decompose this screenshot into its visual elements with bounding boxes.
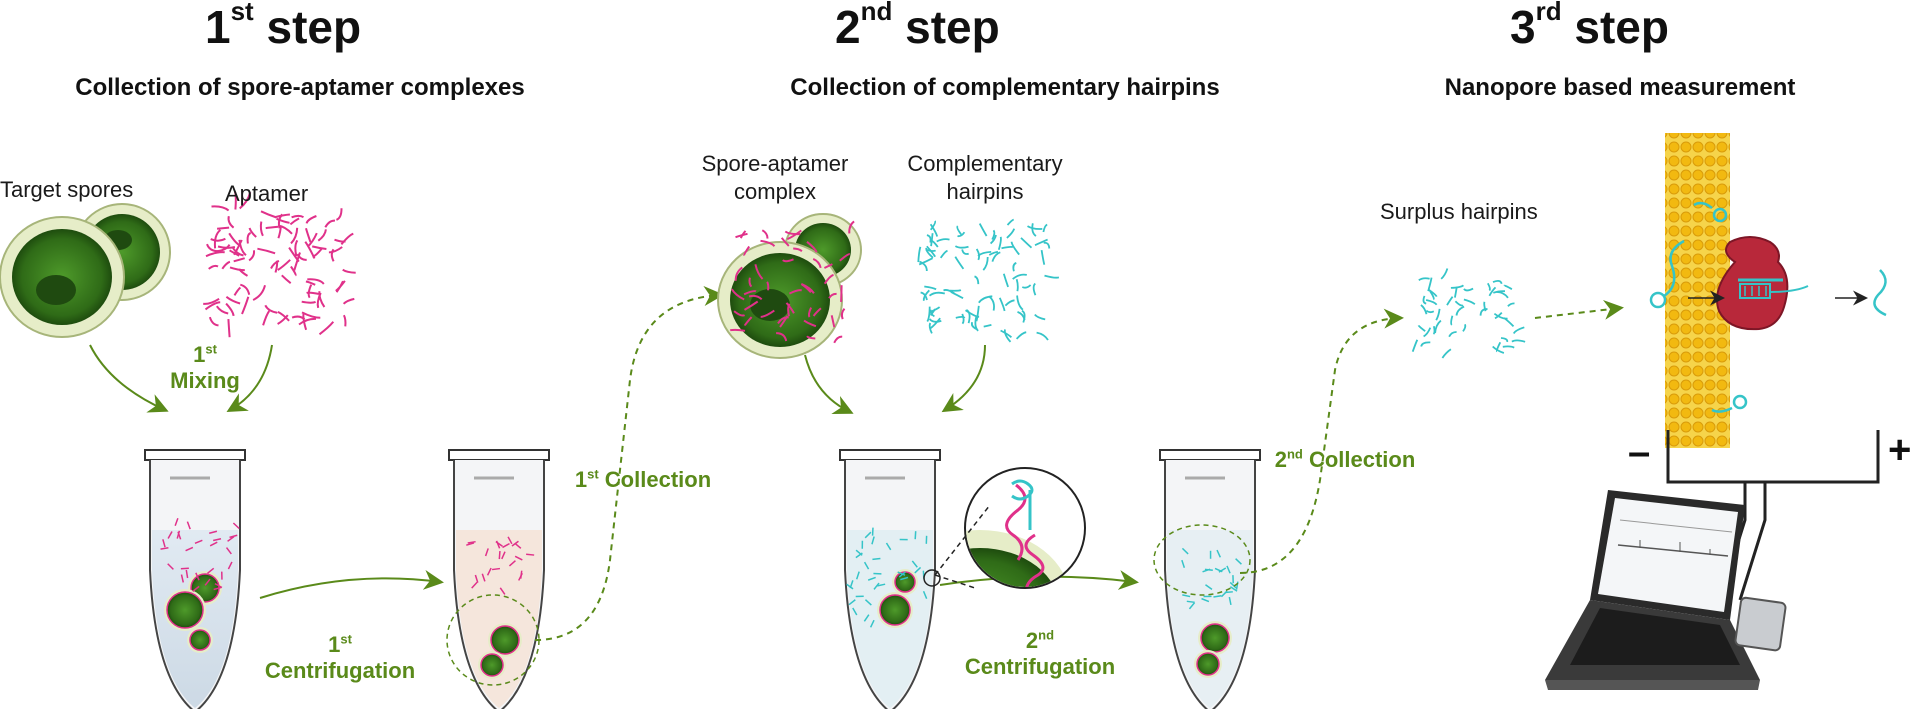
target-spores-label: Target spores xyxy=(0,177,134,202)
complementary-hairpins-illustration xyxy=(917,218,1060,343)
step-3-title: 3rd step xyxy=(1510,0,1669,53)
centrifuge-tube xyxy=(1159,449,1261,709)
collection-2-label: 2nd Collection xyxy=(1274,446,1416,472)
collection-1-label: 1st Collection xyxy=(574,466,712,492)
nanopore-illustration xyxy=(1716,236,1809,331)
translocating-hairpins xyxy=(1649,201,1887,413)
centrifuge-tube xyxy=(448,449,550,709)
plus-electrode-label: + xyxy=(1888,428,1912,472)
surplus-hairpins-illustration xyxy=(1411,268,1526,359)
aptamer-illustration xyxy=(203,191,356,338)
step-2-title: 2nd step xyxy=(835,0,1000,53)
centrifuge-tube xyxy=(839,449,941,709)
minus-electrode-label: – xyxy=(1628,430,1651,474)
target-spores-illustration xyxy=(0,203,171,338)
step-1-subtitle: Collection of spore-aptamer complexes xyxy=(75,74,525,101)
aptamer-label: Aptamer xyxy=(225,181,309,206)
surplus-hairpins-label: Surplus hairpins xyxy=(1380,199,1538,224)
step-3-subtitle: Nanopore based measurement xyxy=(1444,74,1796,101)
step-2-subtitle: Collection of complementary hairpins xyxy=(790,74,1220,101)
spore-aptamer-complex-illustration xyxy=(717,213,862,359)
step-1-title: 1st step xyxy=(205,0,362,53)
zoom-inset xyxy=(923,467,1086,589)
laptop-illustration xyxy=(1545,490,1787,690)
